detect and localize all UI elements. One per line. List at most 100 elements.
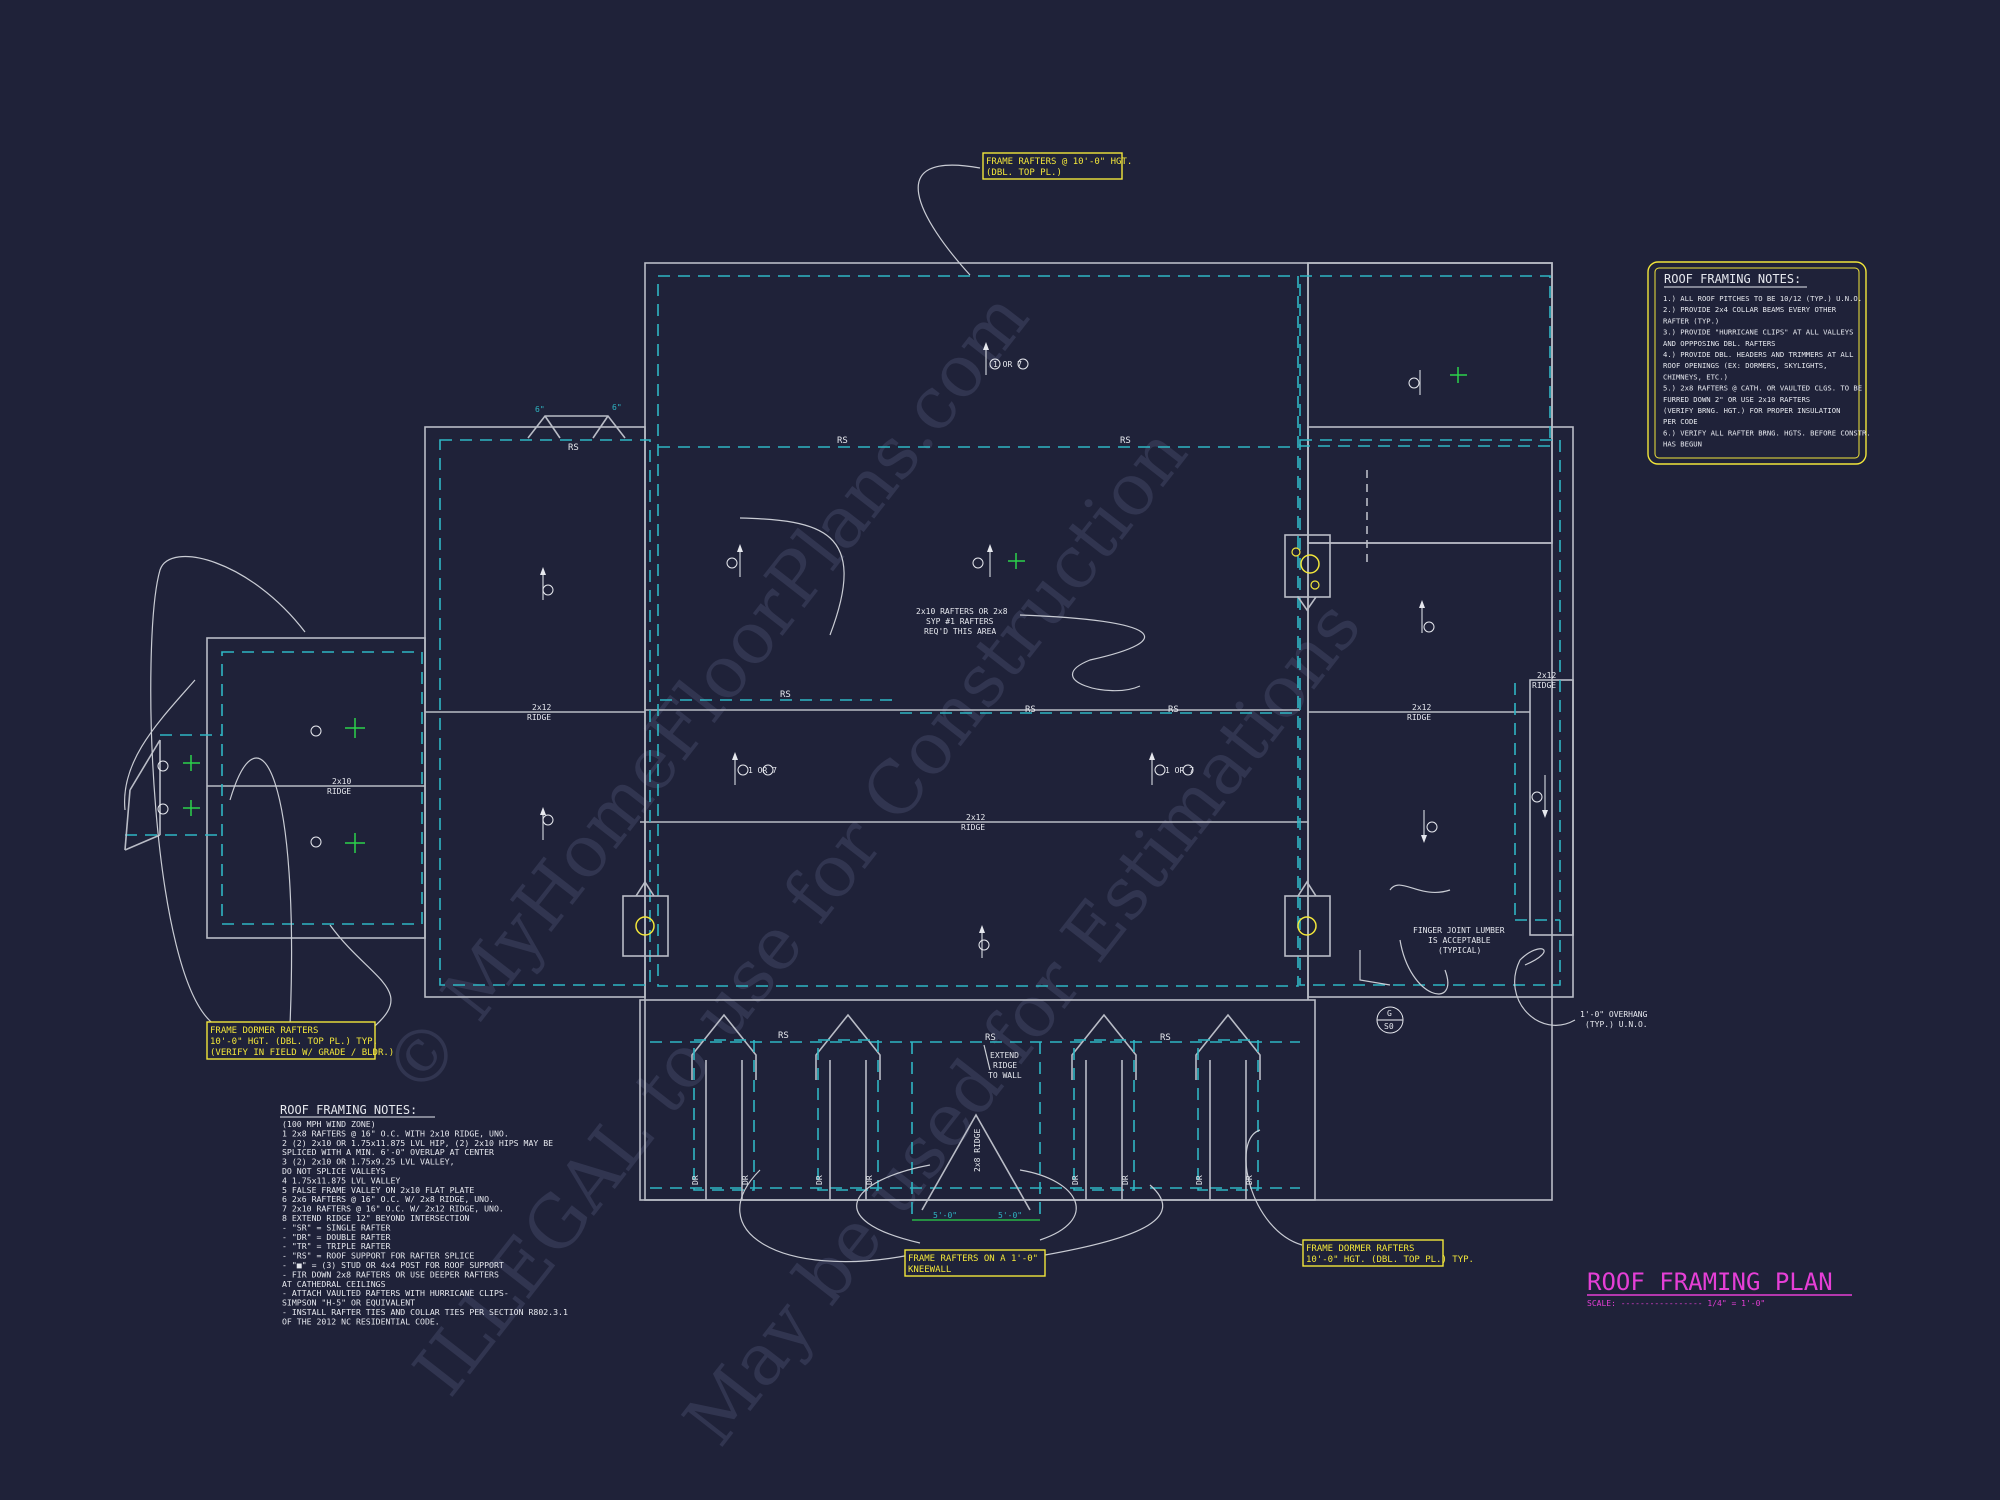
notes-left-title: ROOF FRAMING NOTES: [280, 1103, 417, 1117]
small-hip-detail: 6" 6" [527, 403, 626, 439]
notes-left-item: 3 (2) 2x10 OR 1.75x9.25 LVL VALLEY, [282, 1157, 455, 1167]
overhang-line-1: 1'-0" OVERHANG [1580, 1010, 1648, 1019]
extend-ridge-line-3: TO WALL [988, 1071, 1022, 1080]
rafter-dashed-lines [125, 275, 1561, 1189]
dim-5-label: 5'-0" [998, 1211, 1022, 1220]
rs-label: RS [1025, 705, 1036, 715]
callout-kneewall-line-2: KNEEWALL [908, 1265, 951, 1275]
notes-right-item: RAFTER (TYP.) [1663, 316, 1719, 325]
notes-right-item: PER CODE [1663, 417, 1698, 426]
notes-right-item: CHIMNEYS, ETC.) [1663, 372, 1728, 381]
notes-left-item: - "TR" = TRIPLE RAFTER [282, 1241, 391, 1251]
notes-left-item: AT CATHEDRAL CEILINGS [282, 1279, 386, 1289]
ridge-label-dormer: 2x10 [332, 777, 351, 786]
left-dormer-framing [124, 739, 161, 851]
ridge-labels: 2x12 RIDGE 2x10 RIDGE 2x12 RIDGE 2x12 RI… [327, 671, 1556, 832]
hurricane-clip-marks [183, 367, 1467, 853]
notes-left-item: 4 1.75x11.875 LVL VALLEY [282, 1175, 400, 1185]
notes-left-item: 6 2x6 RAFTERS @ 16" O.C. W/ 2x8 RIDGE, U… [282, 1194, 494, 1204]
notes-right-list: 1.) ALL ROOF PITCHES TO BE 10/12 (TYP.) … [1663, 294, 1871, 449]
center-note-line-3: REQ'D THIS AREA [924, 627, 996, 636]
dim-6-label: 6" [535, 405, 545, 414]
extend-ridge-line-2: RIDGE [993, 1061, 1017, 1070]
overhang-line-2: (TYP.) U.N.O. [1585, 1020, 1648, 1029]
dormer-3 [1071, 1013, 1137, 1200]
notes-right-item: 3.) PROVIDE "HURRICANE CLIPS" AT ALL VAL… [1663, 328, 1853, 337]
notes-right-item: 4.) PROVIDE DBL. HEADERS AND TRIMMERS AT… [1663, 350, 1853, 359]
center-note-line-1: 2x10 RAFTERS OR 2x8 [916, 607, 1008, 616]
callout-dormer-right-line-1: FRAME DORMER RAFTERS [1306, 1244, 1414, 1254]
callout-top-line-2: (DBL. TOP PL.) [986, 168, 1062, 178]
notes-left-item: - INSTALL RAFTER TIES AND COLLAR TIES PE… [282, 1307, 568, 1317]
dr-label: DR [815, 1175, 824, 1185]
callout-kneewall-line-1: FRAME RAFTERS ON A 1'-0" [908, 1254, 1038, 1264]
roof-framing-notes-box: ROOF FRAMING NOTES: 1.) ALL ROOF PITCHES… [1647, 261, 1871, 465]
notes-right-item: HAS BEGUN [1663, 440, 1702, 449]
dormer-1 [691, 1013, 757, 1200]
dr-label: DR [1195, 1175, 1204, 1185]
notes-left-item: 8 EXTEND RIDGE 12" BEYOND INTERSECTION [282, 1213, 469, 1223]
dormer-4 [1195, 1013, 1261, 1200]
ridge-label-left: RIDGE [527, 713, 551, 722]
ridge-label-left: 2x12 [532, 703, 551, 712]
dormer-2 [815, 1013, 881, 1200]
notes-left-item: - "DR" = DOUBLE RAFTER [282, 1232, 391, 1242]
section-tag-bottom: S0 [1384, 1022, 1394, 1031]
title-block: ROOF FRAMING PLAN SCALE: ---------------… [1587, 1268, 1852, 1308]
notes-right-item: FURRED DOWN 2" OR USE 2x10 RAFTERS [1663, 395, 1810, 404]
notes-left-item: - FIR DOWN 2x8 RAFTERS OR USE DEEPER RAF… [282, 1269, 499, 1279]
section-tag-top: G [1387, 1009, 1392, 1018]
rs-label: RS [778, 1031, 789, 1041]
ref-mark [540, 807, 554, 840]
callout-dormer-right-line-2: 10'-0" HGT. (DBL. TOP PL.) TYP. [1306, 1255, 1474, 1265]
posts [622, 534, 1331, 957]
finger-joint-line-2: IS ACCEPTABLE [1428, 936, 1491, 945]
dr-label: DR [691, 1175, 700, 1185]
section-tag: G S0 [1376, 1006, 1404, 1034]
notes-left-item: SPLICED WITH A MIN. 6'-0" OVERLAP AT CEN… [282, 1147, 494, 1157]
one-or-seven-label: 1 OR 7 [993, 360, 1022, 369]
notes-left-list: (100 MPH WIND ZONE)1 2x8 RAFTERS @ 16" O… [282, 1119, 568, 1326]
notes-left-item: - "RS" = ROOF SUPPORT FOR RAFTER SPLICE [282, 1251, 474, 1261]
front-dormers [691, 1013, 1261, 1220]
callout-dormer-left-line-1: FRAME DORMER RAFTERS [210, 1026, 318, 1036]
ref-mark [978, 925, 990, 958]
drawing-scale: SCALE: ----------------- 1/4" = 1'-0" [1587, 1299, 1765, 1308]
dr-label: DR [1071, 1175, 1080, 1185]
finger-joint-note: FINGER JOINT LUMBER IS ACCEPTABLE (TYPIC… [1413, 926, 1505, 955]
notes-right-item: 6.) VERIFY ALL RAFTER BRNG. HGTS. BEFORE… [1663, 428, 1871, 437]
dr-label: DR [1121, 1175, 1130, 1185]
ref-mark [972, 544, 993, 577]
finger-joint-line-1: FINGER JOINT LUMBER [1413, 926, 1505, 935]
rs-label: RS [1120, 436, 1131, 446]
watermark-line-3: May be used for Estimations [667, 585, 1377, 1460]
ref-mark [540, 567, 554, 600]
rs-label: RS [568, 443, 579, 453]
ridge-label-right: RIDGE [1407, 713, 1431, 722]
callout-dormer-left: FRAME DORMER RAFTERS 10'-0" HGT. (DBL. T… [206, 1021, 394, 1060]
callout-dormer-left-line-3: (VERIFY IN FIELD W/ GRADE / BLDR.) [210, 1048, 394, 1058]
extend-ridge-note: EXTEND RIDGE TO WALL [983, 1044, 1022, 1080]
ref-mark: 1 OR 7 [983, 342, 1029, 375]
ref-mark [1408, 370, 1421, 395]
ref-mark: 1 OR 7 [1149, 752, 1194, 785]
notes-left-item: (100 MPH WIND ZONE) [282, 1119, 376, 1129]
rs-label: RS [1160, 1033, 1171, 1043]
notes-right-title: ROOF FRAMING NOTES: [1664, 272, 1801, 286]
notes-right-item: ROOF OPENINGS (EX: DORMERS, SKYLIGHTS, [1663, 361, 1827, 370]
ridge-label-far-right: 2x12 [1537, 671, 1556, 680]
notes-right-item: AND OPPPOSING DBL. RAFTERS [1663, 339, 1776, 348]
roof-framing-notes-left: ROOF FRAMING NOTES: (100 MPH WIND ZONE)1… [280, 1103, 568, 1326]
notes-left-item: 2 (2) 2x10 OR 1.75x11.875 LVL HIP, (2) 2… [282, 1138, 553, 1148]
ridge-label-right: 2x12 [1412, 703, 1431, 712]
dr-label: DR [865, 1175, 874, 1185]
notes-left-item: 5 FALSE FRAME VALLEY ON 2x10 FLAT PLATE [282, 1185, 474, 1195]
notes-left-item: 1 2x8 RAFTERS @ 16" O.C. WITH 2x10 RIDGE… [282, 1128, 509, 1138]
notes-right-item: 2.) PROVIDE 2x4 COLLAR BEAMS EVERY OTHER [1663, 305, 1837, 314]
dr-label: DR [741, 1175, 750, 1185]
callout-dormer-right: FRAME DORMER RAFTERS 10'-0" HGT. (DBL. T… [1302, 1239, 1474, 1267]
ref-mark [1531, 775, 1548, 818]
one-or-seven-label: 1 OR 7 [748, 766, 777, 775]
center-gable [921, 1113, 1031, 1211]
callout-top-line-1: FRAME RAFTERS @ 10'-0" HGT. [986, 157, 1132, 167]
